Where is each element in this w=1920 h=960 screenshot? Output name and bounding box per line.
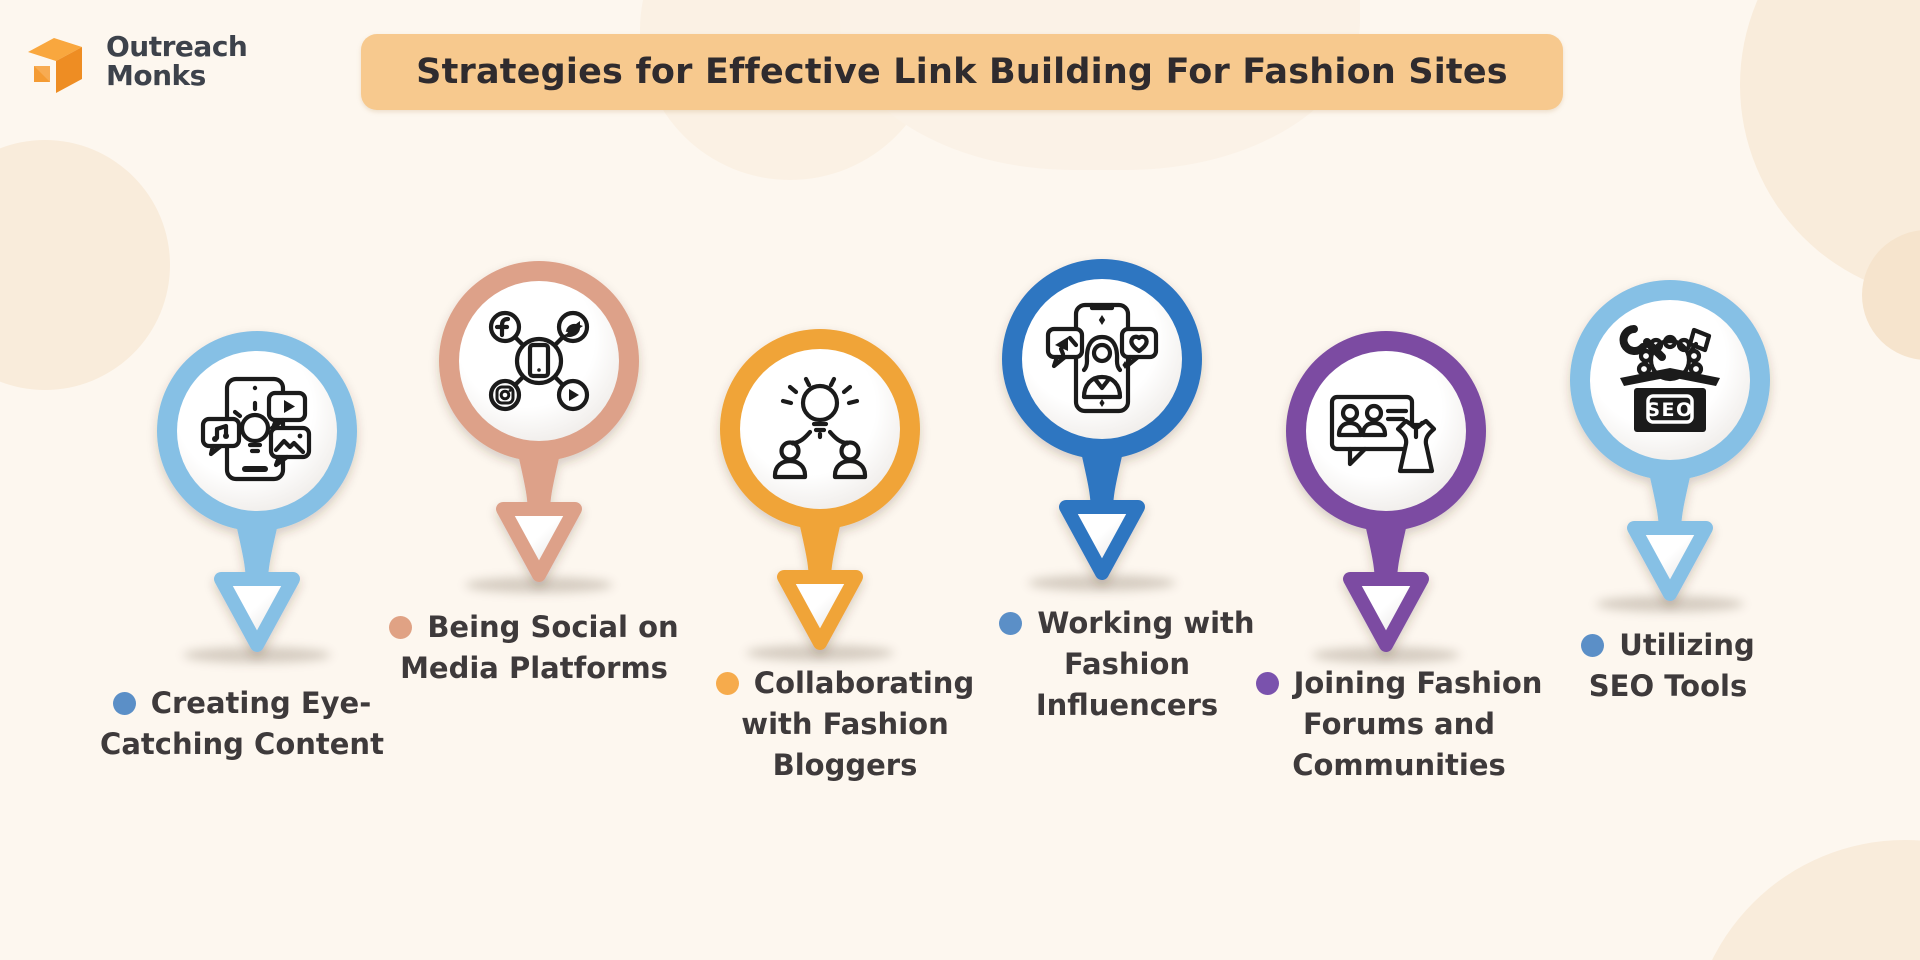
pin-joining-fashion-forums-and-communities <box>1276 321 1496 666</box>
bullet-dot <box>1581 634 1605 658</box>
social-network-icon <box>488 310 590 412</box>
outreach-monks-cube-icon <box>28 38 82 93</box>
logo-text: Outreach Monks <box>106 30 248 92</box>
bullet-dot <box>389 616 413 640</box>
outreach-monks-logo: Outreach Monks <box>20 26 248 98</box>
collaboration-idea-icon <box>772 376 868 480</box>
seo-box-label: SEO <box>1646 399 1693 421</box>
label-working-with-fashion-influencers: Working with Fashion Influencers <box>957 603 1297 727</box>
bullet-dot <box>1255 672 1279 696</box>
pin-being-social-on-media-platforms <box>429 251 649 596</box>
label-utilizing-seo-tools: Utilizing SEO Tools <box>1498 625 1838 707</box>
label-joining-fashion-forums-and-communities: Joining Fashion Forums and Communities <box>1229 663 1569 787</box>
pin-utilizing-seo-tools: SEO <box>1560 270 1780 615</box>
pin-creating-eye-catching-content <box>147 321 367 666</box>
ground-shadow <box>183 647 331 663</box>
background-blob <box>0 140 170 390</box>
pin-collaborating-with-fashion-bloggers <box>710 319 930 664</box>
label-creating-eye-catching-content: Creating Eye- Catching Content <box>100 686 384 762</box>
label-collaborating-with-fashion-bloggers: Collaborating with Fashion Bloggers <box>675 663 1015 787</box>
background-blob <box>1690 840 1920 960</box>
pin-working-with-fashion-influencers <box>992 249 1212 594</box>
bullet-dot <box>715 672 739 696</box>
seo-toolbox-icon: SEO <box>1619 325 1720 432</box>
phone-content-icon <box>200 376 312 482</box>
page-title: Strategies for Effective Link Building F… <box>416 52 1508 92</box>
ground-shadow <box>1312 647 1460 663</box>
ground-shadow <box>1596 596 1744 612</box>
title-banner: Strategies for Effective Link Building F… <box>361 34 1563 110</box>
label-being-social-on-media-platforms: Being Social on Media Platforms <box>354 607 714 689</box>
ground-shadow <box>1028 575 1176 591</box>
forum-community-icon <box>1329 394 1437 474</box>
bullet-dot <box>999 612 1023 636</box>
ground-shadow <box>746 645 894 661</box>
ground-shadow <box>465 577 613 593</box>
bullet-dot <box>112 692 136 716</box>
